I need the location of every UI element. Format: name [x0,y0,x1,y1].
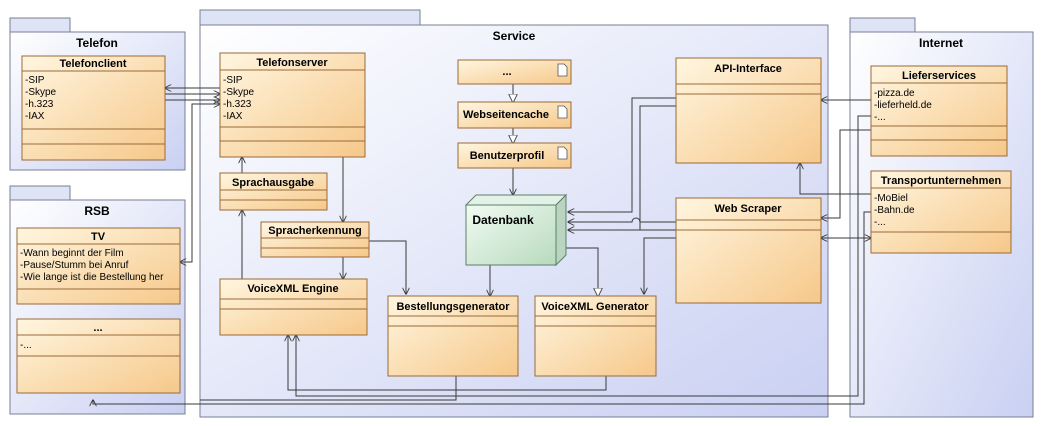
class-lieferservices[interactable]: Lieferservices -pizza.de -lieferheld.de … [870,65,1008,157]
class-transportunternehmen-attr: -Bahn.de [874,205,915,216]
edge-api-voicexml-generator [639,105,676,230]
class-telefonserver-attr: -SIP [223,75,243,86]
class-bestellungsgenerator-title: Bestellungsgenerator [396,301,510,313]
edge-transport-rsb [93,211,871,404]
class-lieferservices-title: Lieferservices [902,70,976,82]
edge-datenbank-voicexml-generator [566,247,598,296]
class-lieferservices-attr: -pizza.de [874,88,915,99]
class-rsb-more-attr: -... [20,340,32,351]
document-icon [557,146,568,160]
class-tv-attr: -Wie lange ist die Bestellung her [20,272,164,283]
edge-scraper-voicexml-generator [644,237,676,294]
class-spracherkennung-title: Spracherkennung [268,225,362,237]
edge-scraper-lieferservices [821,129,871,218]
class-transportunternehmen-attr: -MoBiel [874,193,908,204]
edge-bestellung-telefonserver [200,376,457,401]
package-service-title: Service [493,29,536,43]
edge-generator-engine [288,335,607,391]
class-voicexml-generator[interactable]: VoiceXML Generator [534,295,657,377]
class-bestellungsgenerator[interactable]: Bestellungsgenerator [387,295,519,377]
node-datenbank[interactable]: Datenbank [464,193,568,267]
class-voicexml-engine-title: VoiceXML Engine [247,283,338,295]
artifact-more[interactable]: ... [457,59,572,85]
class-sprachausgabe-title: Sprachausgabe [232,177,314,189]
class-telefonserver-title: Telefonserver [256,57,328,69]
class-telefonclient-attr: -h.323 [25,99,54,110]
package-telefon-title: Telefon [76,36,118,50]
class-tv-attr: -Pause/Stumm bei Anruf [20,260,129,271]
class-telefonclient-title: Telefonclient [59,58,126,70]
document-icon [557,105,568,119]
node-datenbank-title: Datenbank [472,213,534,227]
artifact-webseitencache[interactable]: Webseitencache [457,101,572,129]
artifact-more-title: ... [502,66,511,78]
class-rsb-more-title: ... [93,322,102,334]
package-internet-title: Internet [919,36,963,50]
class-telefonclient-attr: -Skype [25,87,57,98]
class-telefonclient-attr: -SIP [25,75,45,86]
document-icon [557,63,568,77]
artifact-benutzerprofil-title: Benutzerprofil [470,150,545,162]
edge-transport-api [800,163,871,195]
class-telefonserver-attr: -IAX [223,111,243,122]
class-transportunternehmen-attr: -... [874,217,886,228]
edge-tv-telefonserver [180,104,220,262]
edge-lieferservices-engine [296,115,871,397]
edge-api-datenbank [568,97,676,212]
class-api-interface-title: API-Interface [714,63,782,75]
class-telefonclient-attr: -IAX [25,111,45,122]
class-voicexml-engine[interactable]: VoiceXML Engine [219,278,368,336]
class-telefonserver-attr: -Skype [223,87,255,98]
class-telefonclient[interactable]: Telefonclient -SIP -Skype -h.323 -IAX [21,55,166,161]
class-web-scraper[interactable]: Web Scraper [675,197,822,304]
connectors [93,84,871,404]
class-spracherkennung[interactable]: Spracherkennung [260,221,370,258]
class-web-scraper-title: Web Scraper [714,203,782,215]
class-rsb-more[interactable]: ... -... [16,318,181,394]
class-tv[interactable]: TV -Wann beginnt der Film -Pause/Stumm b… [16,227,181,305]
class-transportunternehmen[interactable]: Transportunternehmen -MoBiel -Bahn.de -.… [870,170,1012,254]
class-sprachausgabe[interactable]: Sprachausgabe [219,172,328,211]
class-telefonserver-attr: -h.323 [223,99,252,110]
class-voicexml-generator-title: VoiceXML Generator [541,301,649,313]
class-lieferservices-attr: -lieferheld.de [874,100,932,111]
edge-spracherkennung-bestellungsgenerator [369,240,406,294]
class-telefonserver[interactable]: Telefonserver -SIP -Skype -h.323 -IAX [219,52,366,158]
class-transportunternehmen-title: Transportunternehmen [881,175,1002,187]
artifact-benutzerprofil[interactable]: Benutzerprofil [457,142,572,169]
class-tv-attr: -Wann beginnt der Film [20,248,124,259]
class-tv-title: TV [91,231,106,243]
class-api-interface[interactable]: API-Interface [675,57,822,164]
artifact-webseitencache-title: Webseitencache [463,109,549,121]
package-rsb-title: RSB [84,204,110,218]
class-lieferservices-attr: -... [874,112,886,123]
